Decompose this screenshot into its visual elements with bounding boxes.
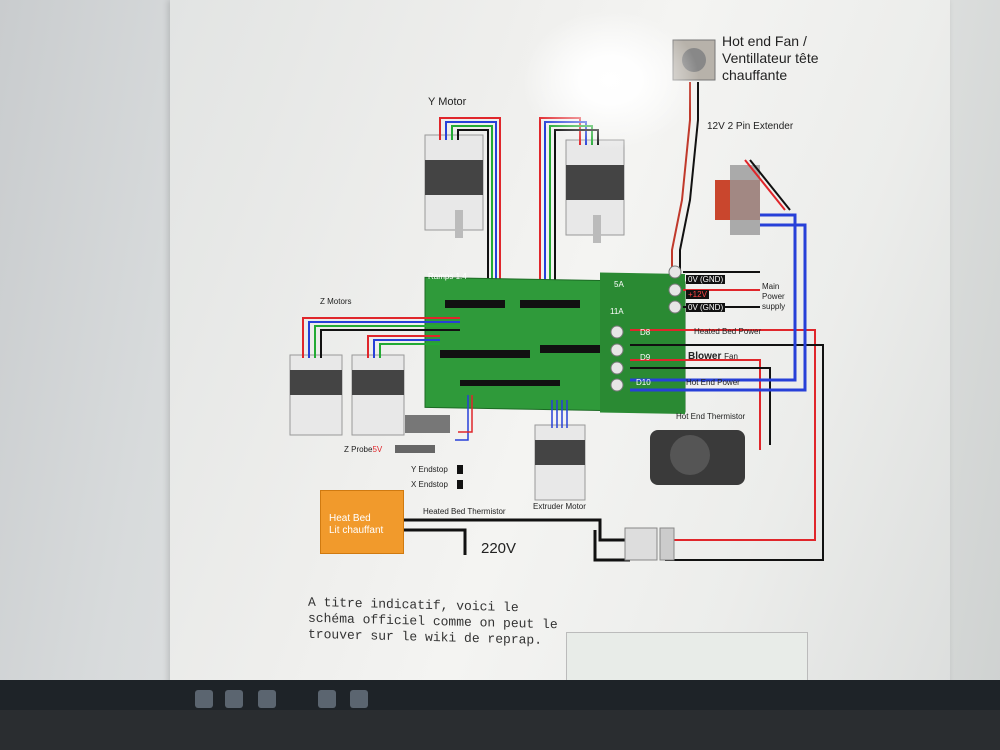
extruder-motor-label: Extruder Motor [533,502,586,511]
y-motor [424,134,484,238]
relay-terminal-2 [659,527,675,561]
blower-fan [650,430,745,485]
file-explorer-icon[interactable] [258,690,276,708]
wiring-diagram [289,39,824,562]
d10-label: D10 [636,378,651,387]
gnd2-label: 0V (GND) [686,303,726,312]
z-probe-label: Z Probe5V [344,445,383,454]
hot-end-thermistor-label: Hot End Thermistor [676,412,746,421]
board-title: Ramps 1.4 [428,272,467,281]
v220-label: 220V [481,540,517,557]
power-5a-label: 5A [614,280,624,289]
z-probe-body [405,415,450,433]
app-icon[interactable] [318,690,336,708]
relay-terminal [624,527,658,561]
z-motors-label: Z Motors [320,297,352,306]
heated-bed-thermistor-label: Heated Bed Thermistor [423,507,506,516]
d9-label: D9 [640,353,651,362]
hot-end-power-label: Hot End Power [686,378,740,387]
gnd1-label: 0V (GND) [686,275,726,284]
search-icon[interactable] [225,690,243,708]
heat-bed: Heat Bed Lit chauffant [320,490,404,554]
x-endstop [457,480,463,489]
y-motor-label: Y Motor [428,96,467,108]
extruder-motor [534,424,586,501]
monitor-bezel [0,710,1000,750]
z-probe [395,445,435,453]
z-motor-right [351,354,405,436]
browser-icon[interactable] [350,690,368,708]
z-motor-left [289,354,343,436]
start-icon[interactable] [195,690,213,708]
plus12-label: +12V [686,290,709,299]
y-endstop [457,465,463,474]
d8-label: D8 [640,328,651,337]
y-endstop-label: Y Endstop [411,465,448,474]
hot-end [715,159,791,235]
y-motor-wires [439,117,501,320]
x-motor [565,139,625,243]
blower-label: Blower Fan [688,351,738,362]
hot-end-fan-label: Hot end Fan / Ventillateur tête chauffan… [722,33,819,83]
pin-extender-label: 12V 2 Pin Extender [707,121,794,132]
caption-text: A titre indicatif, voici le schéma offic… [308,594,558,648]
screen-glare [520,10,700,150]
x-endstop-label: X Endstop [411,480,448,489]
heated-bed-power-label: Heated Bed Power [694,327,762,336]
power-11a-label: 11A [610,307,624,316]
main-power-label: Main Power supply [762,282,786,311]
